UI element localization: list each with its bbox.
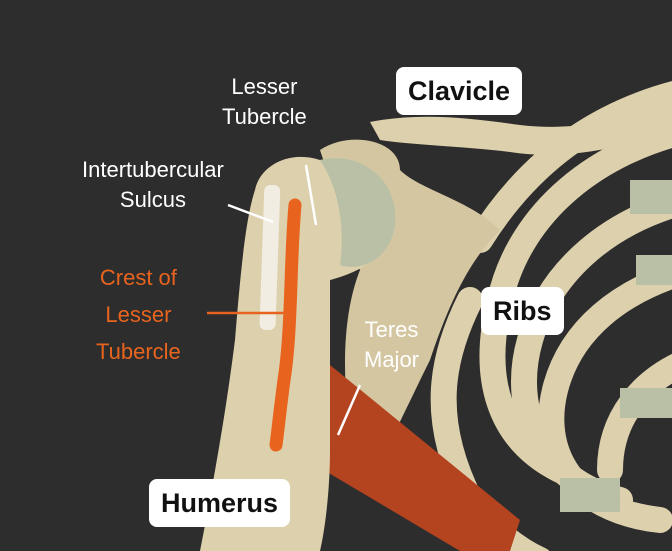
label-line: Tubercle	[96, 339, 181, 364]
intertubercular-sulcus-label: Intertubercular Sulcus	[82, 155, 224, 215]
clavicle-label: Clavicle	[396, 67, 523, 115]
teres-major-label: Teres Major	[364, 315, 419, 375]
lesser-tubercle-label: Lesser Tubercle	[222, 72, 307, 132]
crest-label: Crest of Lesser Tubercle	[96, 259, 181, 370]
humerus-label: Humerus	[149, 479, 291, 527]
label-line: Intertubercular	[82, 157, 224, 182]
label-line: Teres	[364, 317, 419, 342]
label-line: Lesser	[231, 74, 298, 99]
label-line: Lesser	[105, 302, 172, 327]
label-line: Crest of	[99, 265, 177, 290]
pointer-lines	[227, 164, 362, 436]
ribs-label: Ribs	[481, 287, 564, 335]
label-line: Sulcus	[119, 187, 186, 212]
costal-cartilage	[560, 180, 672, 512]
crest-mark	[269, 198, 302, 452]
clavicle-bone	[370, 100, 672, 155]
humeral-head-cartilage	[320, 158, 396, 267]
intertubercular-sulcus-mark	[259, 184, 281, 331]
label-line: Tubercle	[222, 104, 307, 129]
label-line: Major	[364, 347, 420, 372]
